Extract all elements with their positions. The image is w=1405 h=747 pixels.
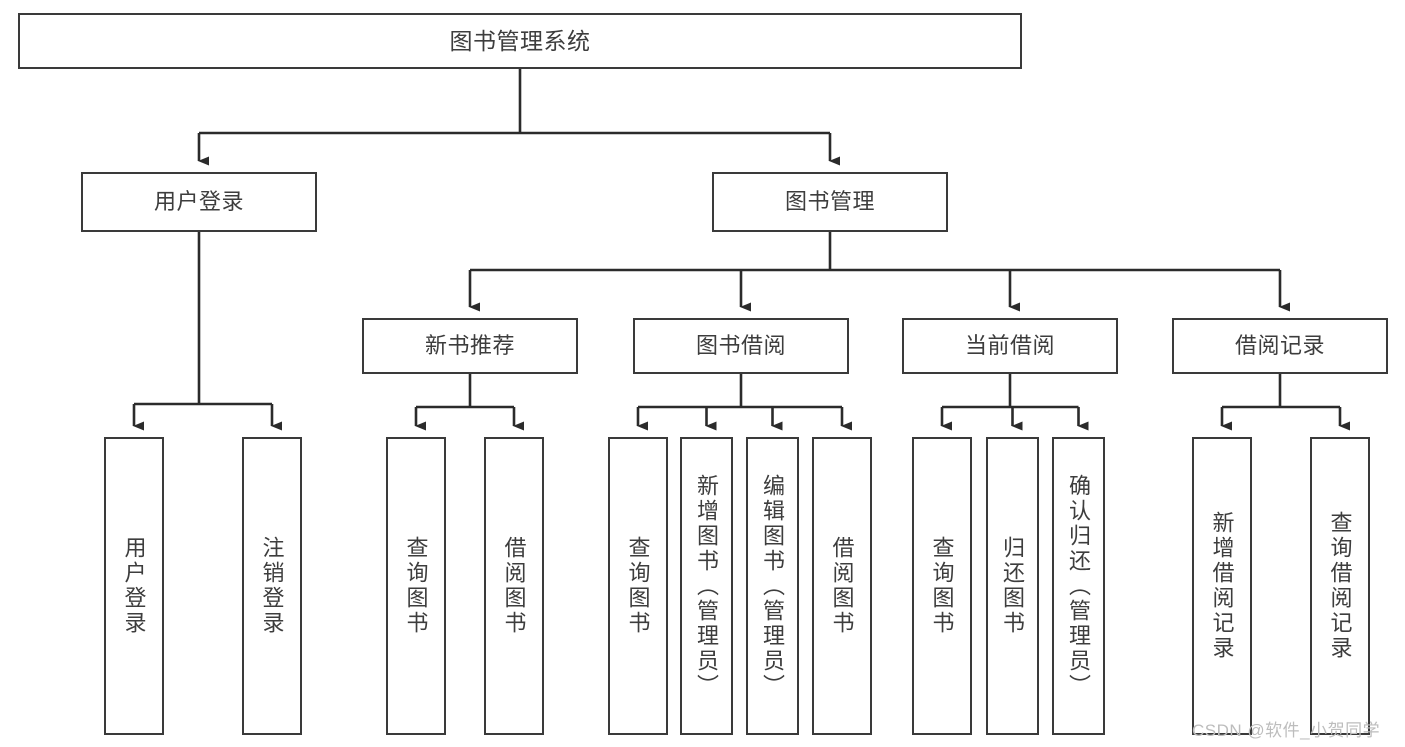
node-label-current-borrow: 当前借阅 xyxy=(964,333,1055,359)
node-root[interactable]: 图书管理系统 xyxy=(18,13,1022,69)
node-label-root: 图书管理系统 xyxy=(449,27,591,54)
node-leaf-query-book-cur[interactable]: 查询图书 xyxy=(912,437,972,735)
node-book-manage[interactable]: 图书管理 xyxy=(712,172,948,232)
node-leaf-confirm-return[interactable]: 确认归还（管理员） xyxy=(1052,437,1105,735)
node-leaf-borrow-book[interactable]: 借阅图书 xyxy=(812,437,872,735)
node-label-leaf-add-record: 新增借阅记录 xyxy=(1209,511,1235,661)
node-new-book-rec[interactable]: 新书推荐 xyxy=(362,318,578,374)
node-leaf-logout[interactable]: 注销登录 xyxy=(242,437,302,735)
node-label-leaf-borrow-book-rec: 借阅图书 xyxy=(501,536,527,636)
node-current-borrow[interactable]: 当前借阅 xyxy=(902,318,1118,374)
node-label-leaf-edit-book: 编辑图书（管理员） xyxy=(760,473,786,699)
node-leaf-return-book[interactable]: 归还图书 xyxy=(986,437,1039,735)
node-label-new-book-rec: 新书推荐 xyxy=(424,333,515,359)
node-label-book-borrow: 图书借阅 xyxy=(695,333,786,359)
node-leaf-query-book-rec[interactable]: 查询图书 xyxy=(386,437,446,735)
node-label-leaf-query-book-cur: 查询图书 xyxy=(929,536,955,636)
node-label-leaf-query-book-rec: 查询图书 xyxy=(403,536,429,636)
node-label-book-manage: 图书管理 xyxy=(784,189,875,215)
node-label-borrow-record: 借阅记录 xyxy=(1234,333,1325,359)
node-label-leaf-query-record: 查询借阅记录 xyxy=(1327,511,1353,661)
node-label-leaf-logout: 注销登录 xyxy=(259,536,285,636)
node-label-leaf-add-book: 新增图书（管理员） xyxy=(694,473,720,699)
node-user-login[interactable]: 用户登录 xyxy=(81,172,317,232)
node-label-leaf-user-login: 用户登录 xyxy=(121,536,147,636)
node-leaf-add-book[interactable]: 新增图书（管理员） xyxy=(680,437,733,735)
node-leaf-add-record[interactable]: 新增借阅记录 xyxy=(1192,437,1252,735)
node-borrow-record[interactable]: 借阅记录 xyxy=(1172,318,1388,374)
node-label-leaf-borrow-book: 借阅图书 xyxy=(829,536,855,636)
node-label-leaf-query-book-borrow: 查询图书 xyxy=(625,536,651,636)
node-leaf-query-book-borrow[interactable]: 查询图书 xyxy=(608,437,668,735)
node-leaf-query-record[interactable]: 查询借阅记录 xyxy=(1310,437,1370,735)
node-label-leaf-return-book: 归还图书 xyxy=(1000,536,1026,636)
node-leaf-user-login[interactable]: 用户登录 xyxy=(104,437,164,735)
node-label-leaf-confirm-return: 确认归还（管理员） xyxy=(1066,473,1092,699)
node-leaf-borrow-book-rec[interactable]: 借阅图书 xyxy=(484,437,544,735)
node-label-user-login: 用户登录 xyxy=(153,189,244,215)
node-book-borrow[interactable]: 图书借阅 xyxy=(633,318,849,374)
node-leaf-edit-book[interactable]: 编辑图书（管理员） xyxy=(746,437,799,735)
